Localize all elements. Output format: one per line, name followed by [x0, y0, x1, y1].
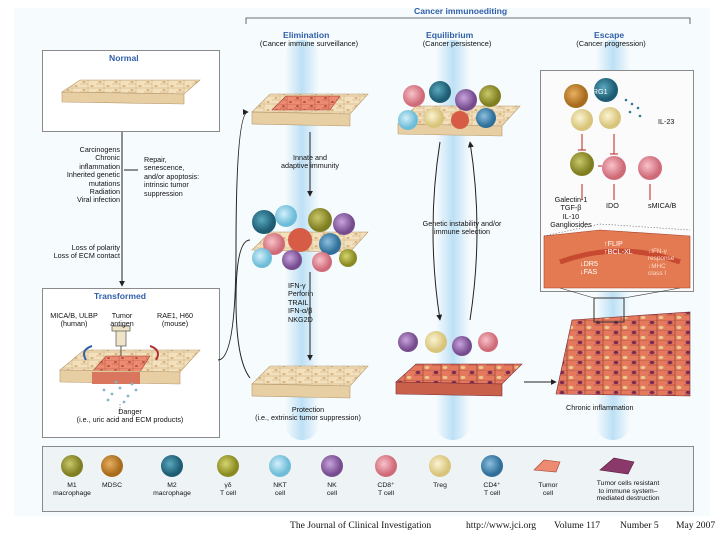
danger-label: Danger (i.e., uric acid and ECM products… — [76, 407, 184, 425]
equilibrium-top-cluster — [397, 81, 521, 137]
legend-label-nk: NK cell — [326, 482, 338, 497]
resistant-tumor-cell-icon — [599, 457, 635, 475]
nkt-cell-icon — [269, 455, 291, 477]
footer-date: May 2007 — [676, 520, 716, 531]
legend-label-tumor: Tumor cell — [538, 482, 558, 497]
legend-icons — [61, 455, 635, 477]
elimination-title: Elimination — [283, 30, 330, 40]
elimination-sub: (Cancer immune surveillance) — [259, 39, 359, 48]
ido-label: IDO — [606, 201, 619, 210]
flip-label: ↑FLIP ↑BCL-XL — [604, 239, 633, 257]
normal-tissue — [61, 79, 201, 95]
mdsc-icon — [101, 455, 123, 477]
nk-cell-icon — [321, 455, 343, 477]
legend-label-m2: M2 macrophage — [153, 482, 191, 497]
escape-cells — [564, 78, 662, 200]
legend-label-m1: M1 macrophage — [53, 482, 91, 497]
escape-sub: (Cancer progression) — [576, 39, 646, 48]
polarity-label: Loss of polarity Loss of ECM contact — [53, 243, 120, 261]
legend-label-nkt: NKT cell — [273, 482, 287, 497]
tumor-antigen-icon — [111, 325, 131, 356]
m2-macrophage-icon — [161, 455, 183, 477]
danger-signals — [102, 380, 138, 404]
equilibrium-title: Equilibrium — [426, 30, 474, 40]
repair-label: Repair, senescence, and/or apoptosis: in… — [144, 155, 200, 198]
equilibrium-bottom-cluster — [395, 331, 523, 397]
legend-label-cd8: CD8⁺ T cell — [377, 482, 395, 497]
mica-receptor — [83, 345, 93, 361]
transformed-to-elimination-arrow — [217, 109, 249, 361]
protection-tissue — [251, 365, 369, 387]
chronic-inflammation-label: Chronic inflammation — [566, 403, 634, 412]
m1-macrophage-icon — [61, 455, 83, 477]
legend-label-gd-t: γδ T cell — [219, 482, 237, 497]
escape-title: Escape — [594, 30, 625, 40]
rae1-mouse-label: RAE1, H60 (mouse) — [157, 311, 193, 329]
suppressive-factors-label: Galectin-1 TGF-β IL-10 Gangliosides — [550, 195, 592, 230]
causes-list: Carcinogens Chronic inflammation Inherit… — [66, 145, 120, 205]
footer-journal: The Journal of Clinical Investigation — [290, 520, 432, 531]
normal-title: Normal — [109, 53, 139, 63]
footer-volume: Volume 117 — [554, 520, 601, 531]
innate-label: Innate and adaptive immunity — [281, 153, 339, 171]
escape-tumor-sheet — [543, 229, 691, 289]
fas-label: ↓DR5 ↓FAS — [580, 259, 598, 277]
il23-label: IL-23 — [658, 117, 675, 126]
escape-tumor-mass — [555, 311, 691, 397]
gd-t-cell-icon — [217, 455, 239, 477]
legend-panel — [42, 446, 694, 512]
protection-label: Protection (i.e., extrinsic tumor suppre… — [255, 405, 361, 423]
transformed-title: Transformed — [94, 291, 147, 301]
cd4-t-cell-icon — [481, 455, 503, 477]
legend-label-resistant: Tumor cells resistant to immune system– … — [596, 480, 660, 503]
arg1-label: ARG1 — [588, 87, 608, 96]
treg-icon — [429, 455, 451, 477]
footer-url[interactable]: http://www.jci.org — [466, 520, 537, 531]
cd8-t-cell-icon — [375, 455, 397, 477]
mica-human-label: MICA/B, ULBP (human) — [50, 311, 98, 329]
rae1-receptor — [149, 345, 159, 361]
equilibrium-sub: (Cancer persistence) — [422, 39, 492, 48]
effectors-label: IFN-γ Perforin TRAIL IFN-α/β NKG2D — [288, 281, 314, 324]
footer-number: Number 5 — [620, 520, 659, 531]
elimination-immune-cluster — [251, 205, 369, 272]
legend-label-treg: Treg — [433, 482, 447, 489]
legend-label-cd4: CD4⁺ T cell — [483, 482, 501, 497]
ifn-response-label: ↓IFN-γ response ↓MHC class I — [648, 248, 675, 278]
smicab-label: sMICA/B — [648, 201, 677, 210]
main-title: Cancer immunoediting — [414, 6, 508, 16]
genetic-instability-label: Genetic instability and/or immune select… — [422, 219, 502, 237]
tumor-cell-icon — [533, 459, 561, 473]
tumor-antigen-label: Tumor antigen — [110, 311, 134, 329]
legend-label-mdsc: MDSC — [101, 482, 122, 489]
